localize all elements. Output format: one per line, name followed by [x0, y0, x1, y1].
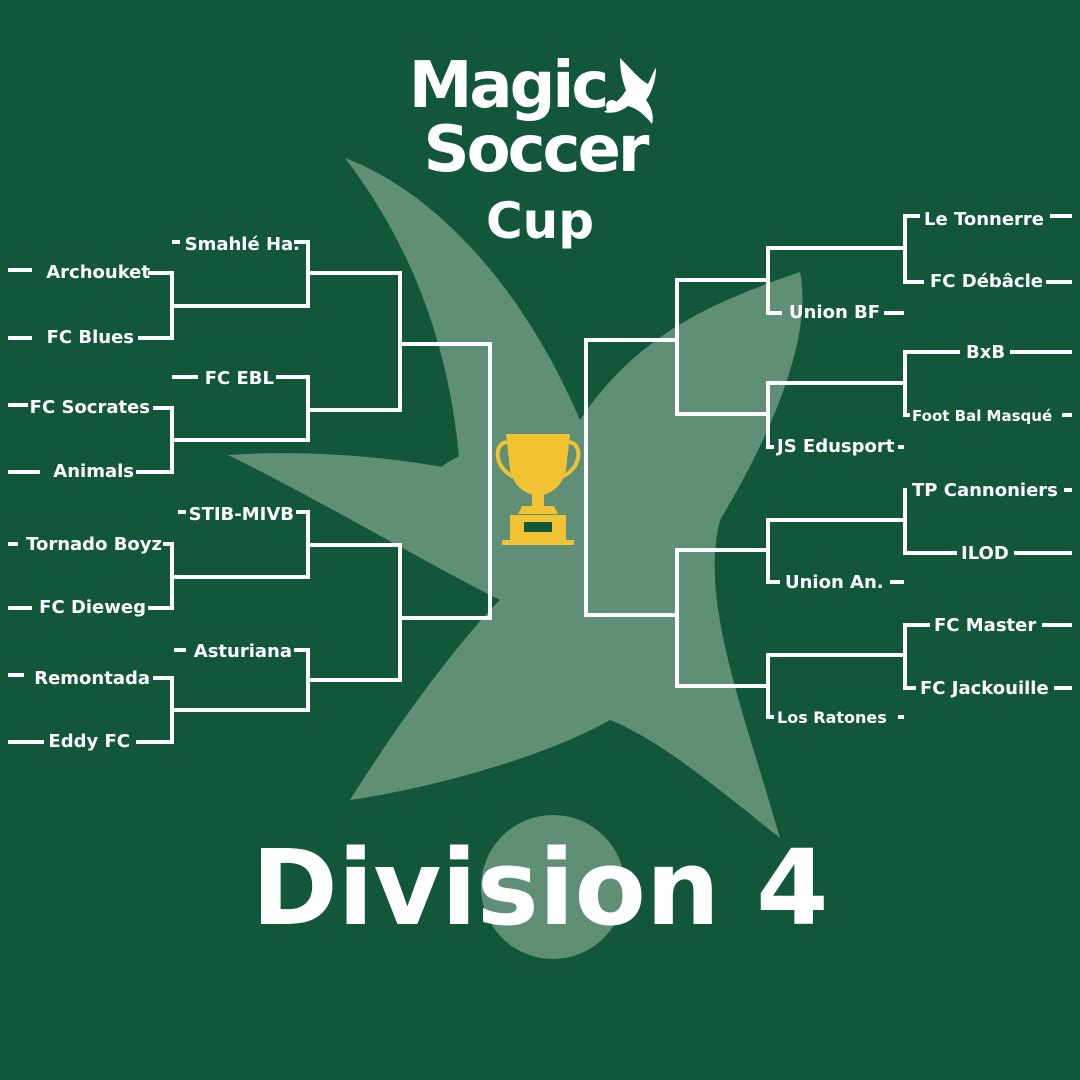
- team-left-r1-6: FC Dieweg: [39, 597, 146, 618]
- team-right-r1-7: FC Master: [934, 615, 1037, 636]
- team-right-r1-2: FC Débâcle: [930, 271, 1044, 292]
- logo-text-magic: Magic: [408, 49, 610, 123]
- team-left-r2-2: FC EBL: [204, 368, 274, 389]
- team-left-r1-1: Archouket: [46, 262, 150, 283]
- team-right-r1-1: Le Tonnerre: [924, 209, 1044, 230]
- team-right-r2-3: Union An.: [785, 572, 884, 593]
- team-right-r1-8: FC Jackouille: [920, 678, 1049, 699]
- logo-text-soccer: Soccer: [423, 113, 650, 187]
- cup-title: Cup: [485, 192, 595, 250]
- team-left-r1-7: Remontada: [34, 668, 150, 689]
- division-title: Division 4: [251, 827, 829, 949]
- team-left-r1-8: Eddy FC: [48, 731, 130, 752]
- team-right-r1-5: TP Cannoniers: [912, 480, 1058, 501]
- team-left-r2-1: Smahlé Ha.: [184, 234, 300, 255]
- team-left-r1-2: FC Blues: [46, 327, 134, 348]
- team-left-r2-3: STIB-MIVB: [188, 504, 294, 525]
- team-left-r1-5: Tornado Boyz: [26, 534, 162, 555]
- team-right-r2-2: JS Edusport: [777, 436, 895, 457]
- team-right-r1-6: ILOD: [961, 543, 1009, 564]
- team-left-r2-4: Asturiana: [193, 641, 292, 662]
- team-right-r2-1: Union BF: [789, 302, 881, 323]
- team-right-r2-4: Los Ratones: [777, 708, 887, 727]
- team-left-r1-3: FC Socrates: [29, 397, 150, 418]
- team-right-r1-3: BxB: [966, 342, 1006, 363]
- team-right-r1-4: Foot Bal Masqué: [912, 406, 1053, 425]
- team-left-r1-4: Animals: [53, 461, 134, 482]
